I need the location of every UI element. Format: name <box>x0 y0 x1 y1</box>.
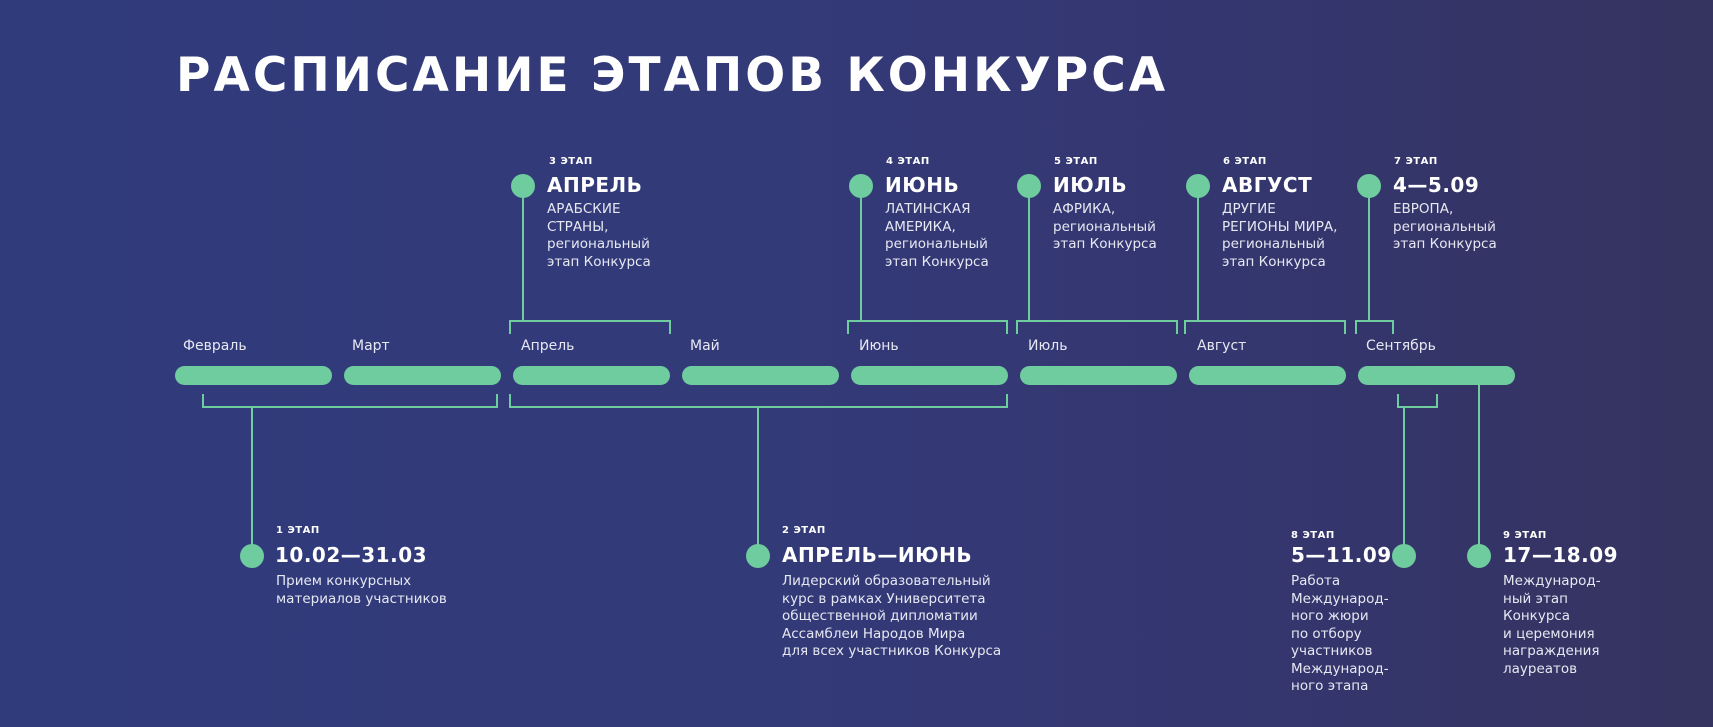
connector-line <box>1478 384 1480 556</box>
month-bar <box>513 366 670 385</box>
stage-description: Работа Международ- ного жюри по отбору у… <box>1291 573 1389 694</box>
stage-label: 3 ЭТАП <box>549 156 593 167</box>
month-label: Июль <box>1028 338 1068 354</box>
connector-line <box>1368 186 1370 321</box>
stage-dot <box>511 174 535 198</box>
stage-label: 7 ЭТАП <box>1394 156 1438 167</box>
stage-description: Лидерский образовательный курс в рамках … <box>782 573 1002 659</box>
connector-line <box>1403 406 1405 556</box>
stage-label: 5 ЭТАП <box>1054 156 1098 167</box>
stage-title: 4—5.09 <box>1393 173 1480 197</box>
stage-dot <box>240 544 264 568</box>
bracket-stage-4 <box>847 320 1008 334</box>
stage-title: 17—18.09 <box>1503 543 1619 567</box>
stage-title: АПРЕЛЬ—ИЮНЬ <box>782 543 973 567</box>
month-bar <box>344 366 501 385</box>
stage-dot <box>1467 544 1491 568</box>
stage-title: ИЮНЬ <box>885 173 960 197</box>
bracket-stage-5 <box>1016 320 1178 334</box>
stage-dot <box>849 174 873 198</box>
page-title: РАСПИСАНИЕ ЭТАПОВ КОНКУРСА <box>176 48 1169 103</box>
bracket-stage-3 <box>509 320 671 334</box>
bracket-stage-6 <box>1184 320 1346 334</box>
month-bar <box>1189 366 1346 385</box>
stage-title: 5—11.09 <box>1291 543 1392 567</box>
month-label: Март <box>352 338 390 354</box>
month-label: Май <box>690 338 720 354</box>
stage-description: ДРУГИЕ РЕГИОНЫ МИРА, региональный этап К… <box>1222 201 1338 270</box>
connector-line <box>251 406 253 556</box>
stage-dot <box>746 544 770 568</box>
month-bar <box>175 366 332 385</box>
stage-label: 2 ЭТАП <box>782 525 826 536</box>
stage-dot <box>1392 544 1416 568</box>
connector-line <box>1197 186 1199 321</box>
stage-description: Прием конкурсных материалов участников <box>276 573 447 607</box>
connector-line <box>522 186 524 321</box>
stage-description: АРАБСКИЕ СТРАНЫ, региональный этап Конку… <box>547 201 651 270</box>
stage-description: Международ- ный этап Конкурса и церемони… <box>1503 573 1601 677</box>
month-label: Август <box>1197 338 1247 354</box>
stage-title: ИЮЛЬ <box>1053 173 1128 197</box>
stage-dot <box>1357 174 1381 198</box>
month-label: Июнь <box>859 338 899 354</box>
connector-line <box>757 406 759 556</box>
month-bar <box>1020 366 1177 385</box>
stage-title: АПРЕЛЬ <box>547 173 643 197</box>
stage-label: 9 ЭТАП <box>1503 530 1547 541</box>
stage-title: 10.02—31.03 <box>275 543 428 567</box>
stage-title: АВГУСТ <box>1222 173 1313 197</box>
bracket-stage-8 <box>1397 394 1438 408</box>
month-label: Апрель <box>521 338 575 354</box>
stage-dot <box>1186 174 1210 198</box>
stage-label: 6 ЭТАП <box>1223 156 1267 167</box>
stage-label: 8 ЭТАП <box>1291 530 1335 541</box>
month-bar <box>1358 366 1515 385</box>
connector-line <box>1028 186 1030 321</box>
month-label: Февраль <box>183 338 247 354</box>
month-label: Сентябрь <box>1366 338 1436 354</box>
stage-description: АФРИКА, региональный этап Конкурса <box>1053 201 1157 252</box>
bracket-stage-1 <box>202 394 498 408</box>
stage-description: ЕВРОПА, региональный этап Конкурса <box>1393 201 1497 252</box>
connector-line <box>860 186 862 321</box>
stage-label: 1 ЭТАП <box>276 525 320 536</box>
month-bar <box>682 366 839 385</box>
stage-label: 4 ЭТАП <box>886 156 930 167</box>
month-bar <box>851 366 1008 385</box>
stage-dot <box>1017 174 1041 198</box>
stage-description: ЛАТИНСКАЯ АМЕРИКА, региональный этап Кон… <box>885 201 989 270</box>
bracket-stage-7 <box>1355 320 1394 334</box>
